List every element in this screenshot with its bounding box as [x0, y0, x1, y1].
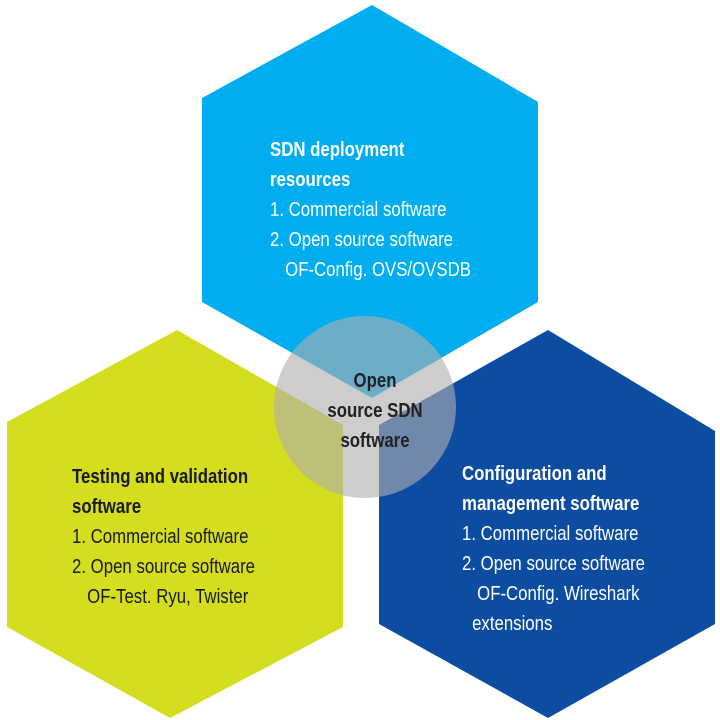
center-line: software: [340, 430, 410, 452]
title-line: Testing and validation: [72, 466, 249, 488]
center-label: Open source SDN software: [299, 366, 450, 456]
hexagon-deployment-resources: [202, 5, 538, 398]
list-item: 2. Open source software: [270, 229, 454, 251]
detail-line: extensions: [472, 613, 553, 635]
title-line: SDN deployment: [270, 139, 405, 161]
list-item: 1. Commercial software: [72, 526, 249, 548]
title-line: Configuration and: [462, 463, 607, 485]
deployment-resources-text: SDN deployment resources 1. Commercial s…: [270, 135, 471, 285]
detail-line: OF-Test. Ryu, Twister: [87, 586, 249, 608]
detail-line: OF-Config. Wireshark: [477, 583, 640, 605]
list-item: 2. Open source software: [462, 553, 646, 575]
center-line: Open: [353, 370, 397, 392]
list-item: 1. Commercial software: [462, 523, 639, 545]
center-line: source SDN: [327, 400, 423, 422]
hexagon-testing-validation: [7, 330, 343, 718]
title-line: resources: [270, 169, 351, 191]
list-item: 2. Open source software: [72, 556, 256, 578]
title-line: software: [72, 496, 142, 518]
title-line: management software: [462, 493, 640, 515]
center-circle: [274, 316, 456, 498]
list-item: 1. Commercial software: [270, 199, 447, 221]
hexagon-configuration-management: [379, 330, 715, 718]
testing-validation-text: Testing and validation software 1. Comme…: [72, 462, 255, 612]
configuration-management-text: Configuration and management software 1.…: [462, 459, 645, 639]
detail-line: OF-Config. OVS/OVSDB: [285, 259, 471, 281]
